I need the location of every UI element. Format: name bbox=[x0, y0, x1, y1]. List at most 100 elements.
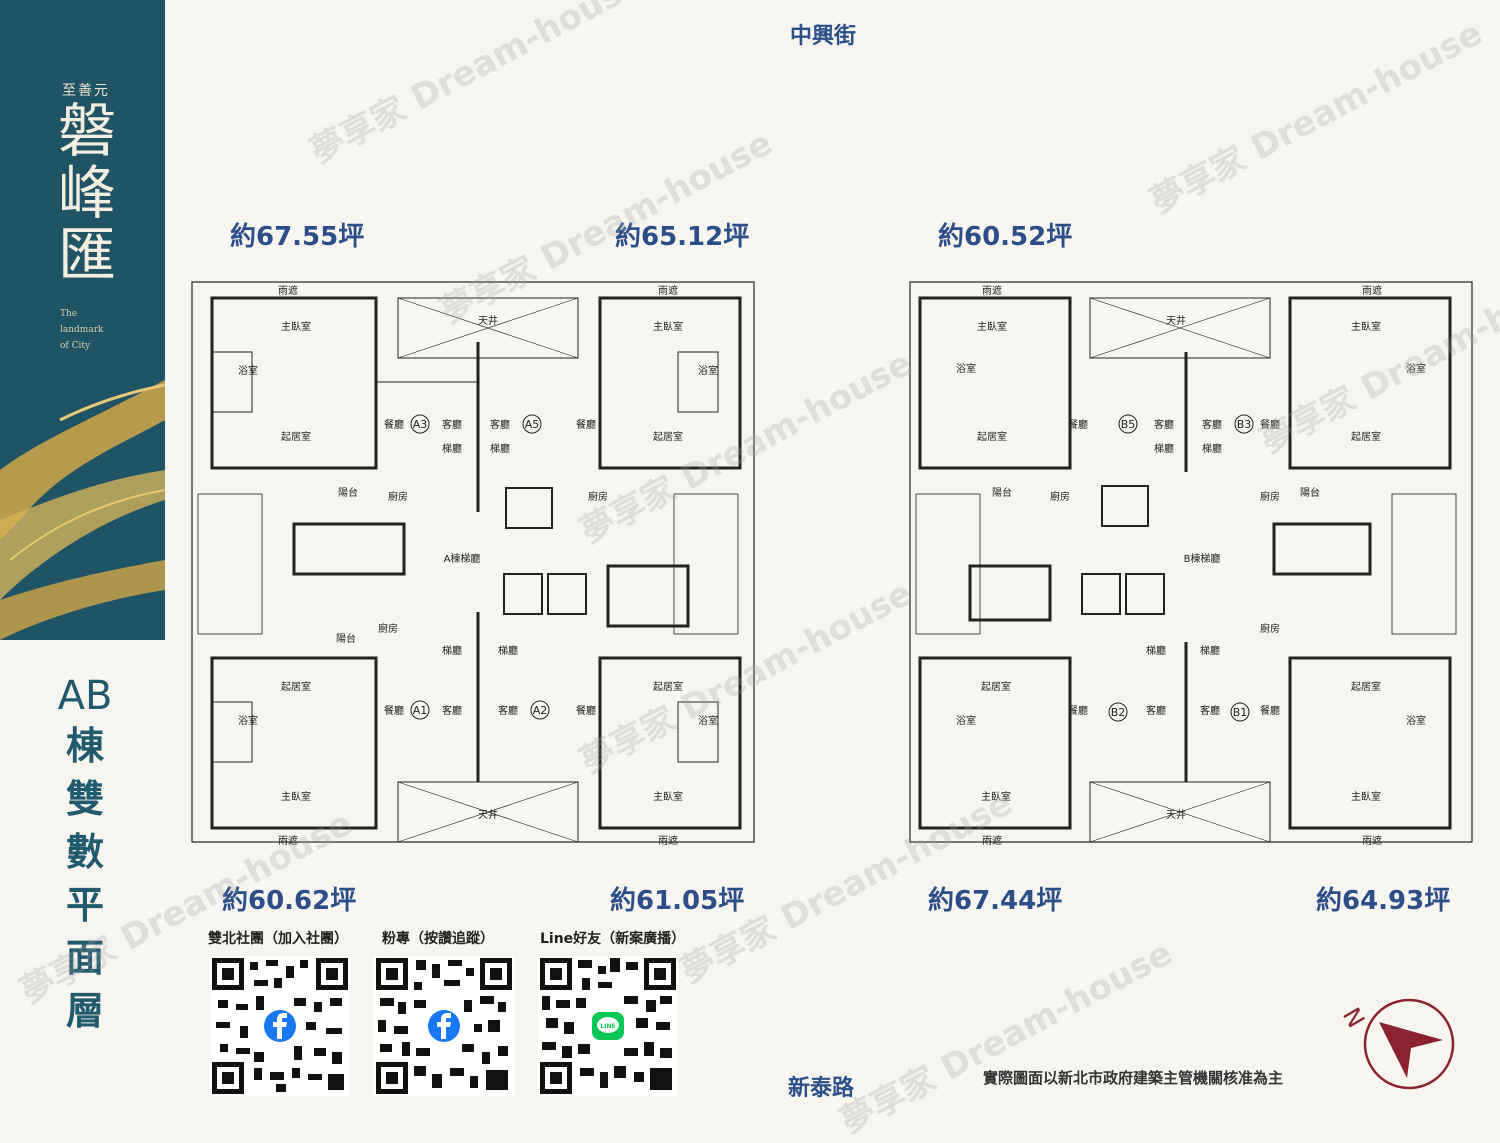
room-label: 客廳 bbox=[1154, 418, 1174, 431]
brand-sub-line: landmark bbox=[60, 325, 104, 335]
room-label: 梯廳 bbox=[442, 442, 462, 455]
title-char: 數 bbox=[65, 830, 104, 874]
room-label: 起居室 bbox=[653, 430, 683, 443]
unit-tag: A3 bbox=[413, 418, 428, 431]
brand-subtitle: The landmark of City bbox=[60, 306, 103, 354]
room-label: 雨遮 bbox=[1362, 284, 1382, 297]
compass: N bbox=[1337, 998, 1455, 1090]
room-label: 廚房 bbox=[378, 622, 398, 635]
qr-code-line[interactable]: LINE bbox=[538, 956, 678, 1096]
room-label: 客廳 bbox=[442, 704, 462, 717]
qr-code-fanpage[interactable] bbox=[374, 956, 514, 1096]
room-label: 餐廳 bbox=[384, 704, 404, 717]
title-char: 面 bbox=[65, 936, 104, 980]
room-label: 陽台 bbox=[992, 486, 1012, 499]
unit-tag: A5 bbox=[525, 418, 540, 431]
room-label: 天井 bbox=[478, 808, 498, 821]
brand-tagline: 至善元 bbox=[62, 83, 110, 99]
room-label: 天井 bbox=[1166, 808, 1186, 821]
room-label: A棟梯廳 bbox=[444, 552, 481, 565]
room-label: 廚房 bbox=[1260, 490, 1280, 503]
room-label: 雨遮 bbox=[1362, 834, 1382, 847]
room-label: 餐廳 bbox=[576, 704, 596, 717]
room-label: 陽台 bbox=[1300, 486, 1320, 499]
room-label: 浴室 bbox=[956, 714, 976, 727]
room-label: B棟梯廳 bbox=[1184, 552, 1221, 565]
room-label: 廚房 bbox=[1260, 622, 1280, 635]
title-char: 層 bbox=[65, 989, 104, 1033]
room-label: 客廳 bbox=[1200, 704, 1220, 717]
north-arrow-icon bbox=[1379, 1022, 1443, 1078]
room-label: 天井 bbox=[1166, 314, 1186, 327]
floor-plan-building-b: 主臥室 起居室 起居室 主臥室 主臥室 起居室 起居室 主臥室 天井 天井 餐廳… bbox=[909, 281, 1473, 847]
room-label: 主臥室 bbox=[1351, 790, 1381, 803]
room-label: 主臥室 bbox=[1351, 320, 1381, 333]
room-label: 浴室 bbox=[698, 714, 718, 727]
room-label: 浴室 bbox=[956, 362, 976, 375]
room-label: 客廳 bbox=[1146, 704, 1166, 717]
facebook-icon bbox=[264, 1010, 296, 1042]
room-label: 廚房 bbox=[588, 490, 608, 503]
room-label: 陽台 bbox=[336, 632, 356, 645]
room-label: 起居室 bbox=[981, 680, 1011, 693]
qr-label-fanpage: 粉專（按讚追蹤） bbox=[382, 931, 494, 947]
room-label: 主臥室 bbox=[653, 320, 683, 333]
disclaimer-note: 實際圖面以新北市政府建築主管機關核准為主 bbox=[983, 1069, 1284, 1087]
room-label: 梯廳 bbox=[1200, 644, 1220, 657]
watermark: 夢享家 Dream-house bbox=[1143, 13, 1489, 222]
area-label-b5-b3: 約60.52坪 bbox=[938, 222, 1073, 252]
room-label: 天井 bbox=[478, 314, 498, 327]
room-label: 雨遮 bbox=[278, 284, 298, 297]
room-label: 雨遮 bbox=[982, 834, 1002, 847]
area-label-b2: 約67.44坪 bbox=[928, 886, 1063, 916]
unit-tag: B5 bbox=[1121, 418, 1136, 431]
room-label: 浴室 bbox=[238, 714, 258, 727]
unit-tag: B3 bbox=[1237, 418, 1252, 431]
title-char: 棟 bbox=[65, 724, 104, 768]
unit-tag: B1 bbox=[1233, 706, 1248, 719]
watermark: 夢享家 Dream-house bbox=[303, 0, 649, 172]
room-label: 客廳 bbox=[1202, 418, 1222, 431]
room-label: 雨遮 bbox=[658, 834, 678, 847]
room-label: 起居室 bbox=[1351, 430, 1381, 443]
room-label: 起居室 bbox=[1351, 680, 1381, 693]
room-label: 雨遮 bbox=[658, 284, 678, 297]
room-label: 梯廳 bbox=[498, 644, 518, 657]
page-title: AB 棟 雙 數 平 面 層 bbox=[55, 672, 115, 1038]
title-char: 雙 bbox=[65, 777, 104, 821]
area-label-b1: 約64.93坪 bbox=[1316, 886, 1451, 916]
room-label: 浴室 bbox=[238, 364, 258, 377]
room-label: 餐廳 bbox=[1068, 704, 1088, 717]
brand-name: 磐峰匯 bbox=[58, 97, 117, 289]
room-label: 主臥室 bbox=[281, 790, 311, 803]
room-label: 廚房 bbox=[1050, 490, 1070, 503]
watermark: 夢享家 Dream-house bbox=[833, 933, 1179, 1142]
room-label: 起居室 bbox=[281, 680, 311, 693]
room-label: 起居室 bbox=[977, 430, 1007, 443]
compass-north-letter: N bbox=[1337, 1003, 1370, 1033]
room-label: 雨遮 bbox=[982, 284, 1002, 297]
title-char: 平 bbox=[65, 883, 104, 927]
area-label-a2: 約61.05坪 bbox=[610, 886, 745, 916]
unit-tag: B2 bbox=[1111, 706, 1126, 719]
gold-swirl-decoration bbox=[0, 380, 165, 640]
room-label: 餐廳 bbox=[384, 418, 404, 431]
area-label-a5: 約65.12坪 bbox=[615, 222, 750, 252]
qr-label-line: Line好友（新案廣播） bbox=[540, 931, 686, 947]
room-label: 餐廳 bbox=[1260, 704, 1280, 717]
room-label: 梯廳 bbox=[490, 442, 510, 455]
room-label: 起居室 bbox=[281, 430, 311, 443]
room-label: 梯廳 bbox=[442, 644, 462, 657]
facebook-icon bbox=[428, 1010, 460, 1042]
room-label: 主臥室 bbox=[653, 790, 683, 803]
room-label: 客廳 bbox=[498, 704, 518, 717]
unit-tag: A2 bbox=[533, 704, 548, 717]
qr-code-group[interactable] bbox=[210, 956, 350, 1096]
street-bottom: 新泰路 bbox=[788, 1076, 855, 1101]
room-label: 餐廳 bbox=[1068, 418, 1088, 431]
area-label-a1: 約60.62坪 bbox=[222, 886, 357, 916]
room-label: 起居室 bbox=[653, 680, 683, 693]
brand-sub-line: of City bbox=[60, 341, 91, 351]
room-label: 梯廳 bbox=[1154, 442, 1174, 455]
floor-plan-building-a: 主臥室 起居室 起居室 主臥室 主臥室 起居室 起居室 主臥室 天井 天井 餐廳… bbox=[191, 281, 755, 847]
